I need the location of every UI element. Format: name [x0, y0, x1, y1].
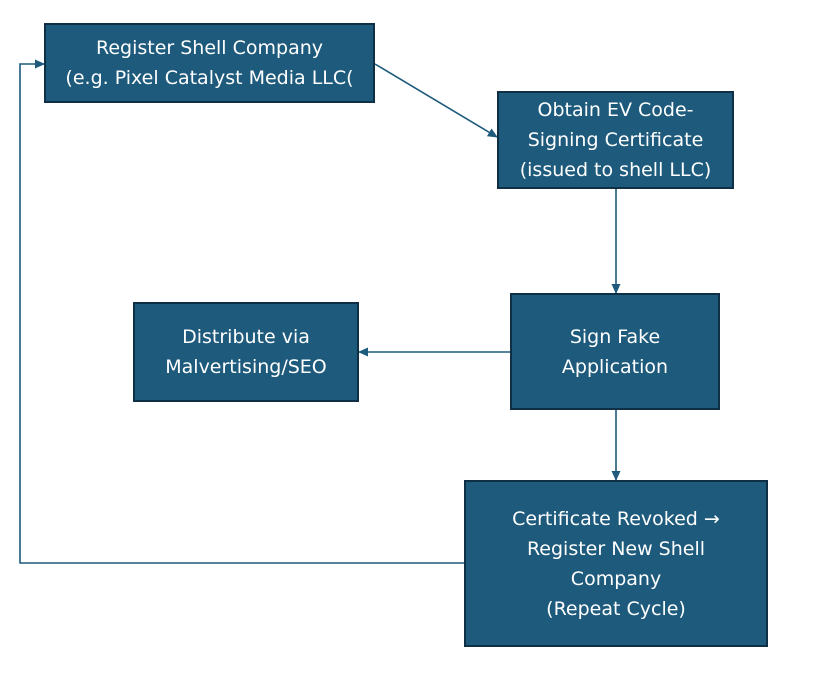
node-sign-application: Sign Fake Application — [510, 293, 720, 410]
node-revoked-label: Certificate Revoked → Register New Shell… — [512, 507, 720, 620]
node-certificate-revoked: Certificate Revoked → Register New Shell… — [464, 480, 768, 647]
node-register-label: Register Shell Company (e.g. Pixel Catal… — [65, 37, 354, 89]
node-obtain-certificate: Obtain EV Code- Signing Certificate (iss… — [497, 91, 734, 189]
edge-revoked-to-register — [19, 59, 464, 564]
edge-register-to-obtain — [374, 63, 498, 138]
node-obtain-label: Obtain EV Code- Signing Certificate (iss… — [519, 99, 712, 181]
node-distribute: Distribute via Malvertising/SEO — [133, 302, 359, 402]
node-sign-label: Sign Fake Application — [561, 325, 669, 378]
node-register-shell-company: Register Shell Company (e.g. Pixel Catal… — [44, 23, 375, 103]
node-distribute-label: Distribute via Malvertising/SEO — [165, 326, 327, 378]
